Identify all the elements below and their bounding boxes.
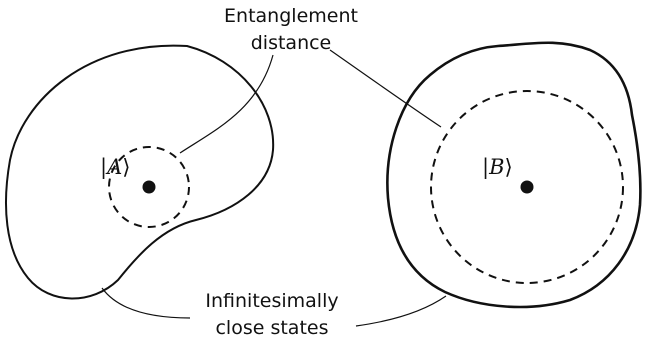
infinitesimal-leader-left bbox=[101, 287, 191, 319]
state-b-angle: ⟩ bbox=[505, 155, 513, 179]
state-a-label: |A⟩ bbox=[100, 155, 130, 180]
state-b-label: |B⟩ bbox=[482, 155, 513, 180]
state-a-letter: A bbox=[105, 155, 122, 179]
entanglement-leader-left bbox=[179, 54, 274, 154]
entanglement-label-line2: distance bbox=[251, 32, 332, 54]
entanglement-leader-right bbox=[329, 49, 442, 128]
state-a-point bbox=[142, 180, 156, 194]
state-a-angle: ⟩ bbox=[122, 155, 130, 179]
state-b-point bbox=[520, 180, 534, 194]
infinitesimal-leader-right bbox=[355, 295, 447, 327]
state-a-bar: | bbox=[100, 155, 107, 180]
entanglement-ball-b bbox=[430, 90, 624, 284]
region-a-boundary bbox=[5, 44, 275, 300]
infinitesimal-label-line2: close states bbox=[215, 317, 328, 339]
entanglement-ball-a bbox=[108, 146, 190, 228]
state-b-letter: B bbox=[488, 155, 504, 179]
region-b-boundary bbox=[386, 41, 642, 309]
infinitesimal-label-line1: Infinitesimally bbox=[205, 290, 338, 312]
entanglement-label-line1: Entanglement bbox=[224, 5, 358, 27]
state-b-bar: | bbox=[482, 155, 489, 180]
